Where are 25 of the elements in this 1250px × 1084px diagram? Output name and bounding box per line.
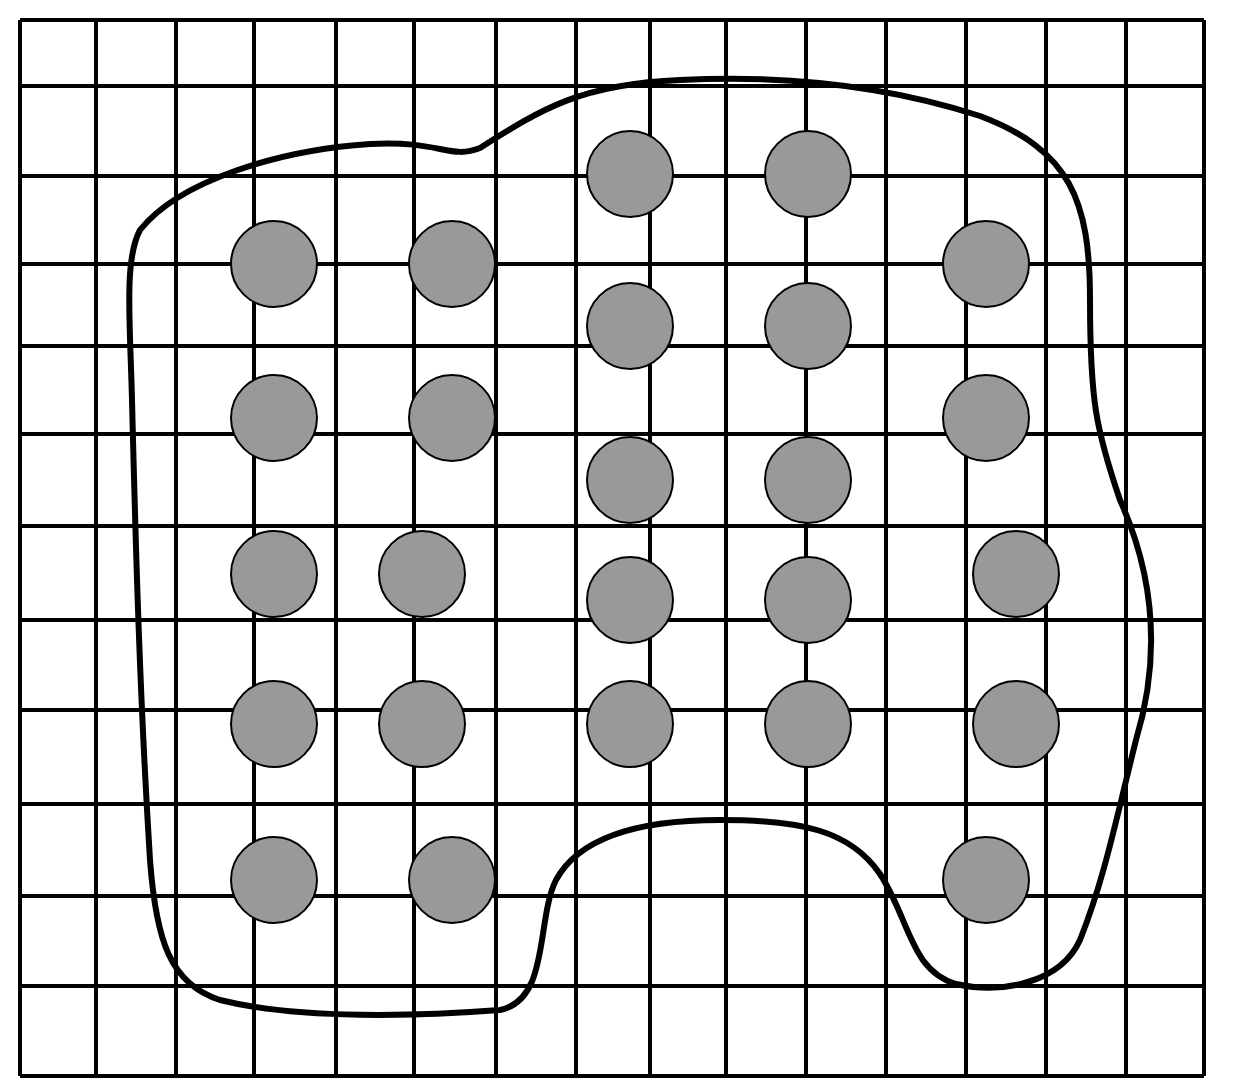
dot [230,680,318,768]
dot [586,130,674,218]
dot [764,130,852,218]
dot [586,436,674,524]
dot [408,220,496,308]
dot [408,374,496,462]
dot [586,282,674,370]
dot [972,680,1060,768]
dot [230,374,318,462]
dot [230,836,318,924]
dot [230,220,318,308]
dot [586,680,674,768]
dot [972,530,1060,618]
dot [942,836,1030,924]
dot [764,680,852,768]
dot [764,436,852,524]
dot [408,836,496,924]
dot [764,282,852,370]
dot [378,530,466,618]
dot [942,220,1030,308]
dot [378,680,466,768]
dot [586,556,674,644]
dot [230,530,318,618]
dot [942,374,1030,462]
dot [764,556,852,644]
